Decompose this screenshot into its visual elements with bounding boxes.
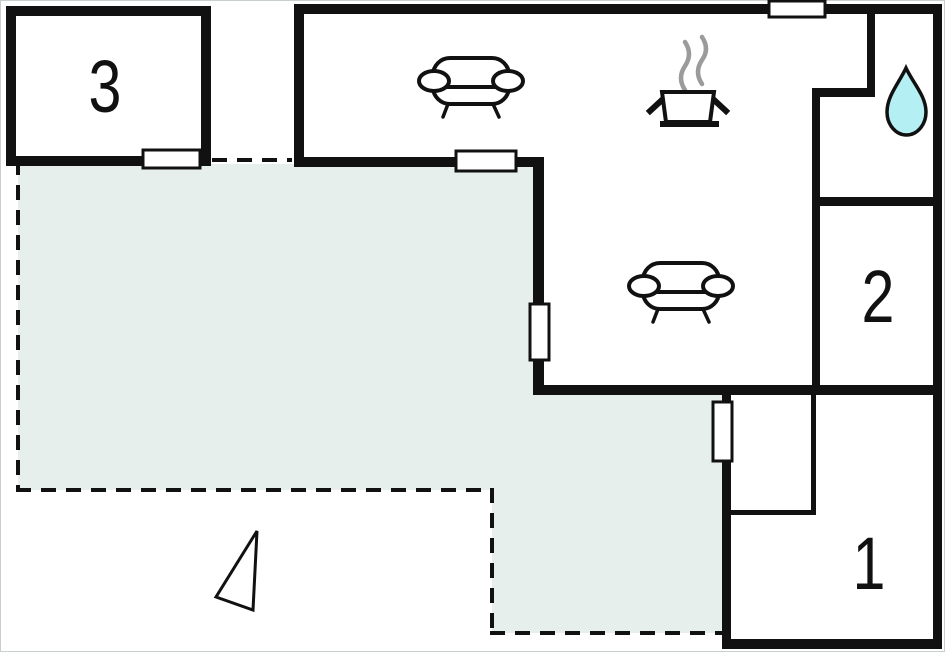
- pot-handle: [645, 94, 668, 116]
- steam-line: [678, 39, 692, 93]
- terrace-boundary: [16, 158, 722, 635]
- room-label-2: 2: [862, 256, 895, 339]
- wall-segment: [867, 4, 875, 96]
- walls: [6, 4, 942, 649]
- wall-segment: [533, 385, 942, 395]
- wall-segment: [812, 88, 820, 394]
- window-marker: [767, 0, 827, 19]
- wall-segment: [812, 197, 942, 206]
- door-marker: [141, 148, 202, 170]
- pot-body: [659, 90, 717, 124]
- sofa-icon: [417, 56, 525, 119]
- wall-segment: [6, 6, 16, 165]
- wall-segment: [294, 157, 544, 167]
- openings: [141, 0, 827, 463]
- wall-segment: [933, 4, 942, 649]
- wall-segment: [812, 88, 875, 97]
- room-label-3: 3: [89, 46, 122, 129]
- room-label-1: 1: [853, 523, 886, 606]
- wall-segment: [294, 4, 304, 167]
- water-drop-icon: [885, 63, 928, 137]
- wall-segment: [811, 394, 816, 515]
- wall-segment: [722, 510, 816, 515]
- window-marker: [454, 149, 518, 173]
- wall-segment: [294, 4, 942, 14]
- steam-line: [695, 34, 709, 87]
- sofa-icon: [627, 261, 735, 324]
- wall-segment: [533, 157, 544, 394]
- window-marker: [711, 400, 734, 463]
- wall-segment: [201, 6, 211, 165]
- window-marker: [528, 302, 551, 362]
- wall-segment: [6, 6, 211, 16]
- terrace-area: [18, 164, 727, 633]
- wall-segment: [722, 385, 731, 649]
- pot-handle: [708, 94, 731, 116]
- cooking-pot-icon: [645, 34, 731, 127]
- wall-segment: [722, 639, 942, 649]
- wall-segment: [6, 156, 211, 166]
- north-arrow-icon: [213, 530, 259, 613]
